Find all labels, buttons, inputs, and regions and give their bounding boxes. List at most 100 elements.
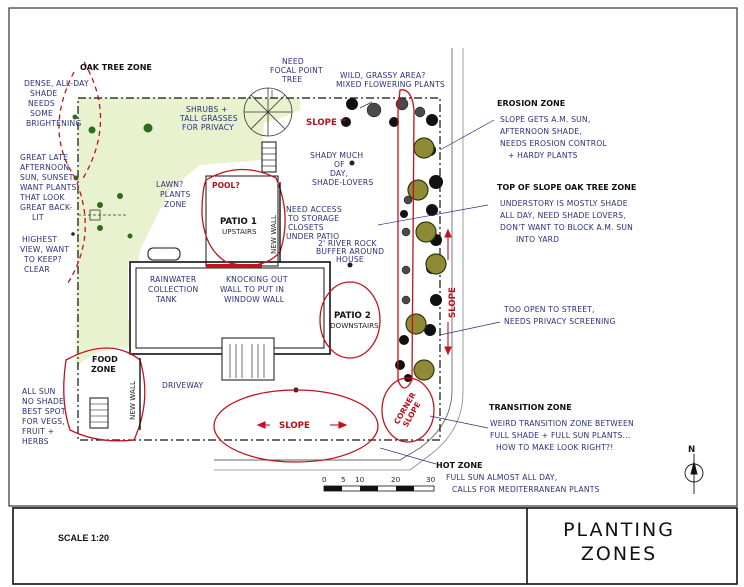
note-line: SUN, SUNSET xyxy=(20,173,74,182)
note-line: WALL TO PUT IN xyxy=(220,285,284,294)
note-line: TO KEEP? xyxy=(23,255,62,264)
note-line: THAT LOOK xyxy=(19,193,66,202)
note-line: NEEDS xyxy=(28,99,55,108)
too-open-note: TOO OPEN TO STREET, NEEDS PRIVACY SCREEN… xyxy=(503,305,616,326)
lawn-note: LAWN? PLANTS ZONE xyxy=(156,180,193,209)
scale-tick-20: 20 xyxy=(391,475,401,484)
food-zone-label: FOOD ZONE xyxy=(91,355,121,374)
transition-zone-label: TRANSITION ZONE xyxy=(489,403,572,412)
note-line: BRIGHTENING xyxy=(26,119,81,128)
highest-view-marker xyxy=(89,209,101,221)
great-late-note: GREAT LATE AFTERNOON SUN, SUNSET WANT PL… xyxy=(19,153,79,222)
note-line: + HARDY PLANTS xyxy=(508,151,578,160)
note-line: TALL GRASSES xyxy=(179,114,238,123)
patio2-sub-label: DOWNSTAIRS xyxy=(330,321,379,330)
note-line: CLEAR xyxy=(24,265,50,274)
all-sun-note: ALL SUN NO SHADE BEST SPOT FOR VEGS, FRU… xyxy=(22,387,68,446)
note-line: SHADE xyxy=(30,89,57,98)
note-line: DENSE, ALL-DAY xyxy=(24,79,89,88)
patio1-label: PATIO 1 xyxy=(220,217,257,227)
front-stair-treads xyxy=(229,344,265,378)
hot-desc-note: FULL SUN ALMOST ALL DAY, CALLS FOR MEDIT… xyxy=(446,473,600,494)
need-access-note: NEED ACCESS TO STORAGE CLOSETS UNDER PAT… xyxy=(286,205,344,241)
food-zone-line: ZONE xyxy=(91,365,116,374)
note-line: ALL DAY, NEED SHADE LOVERS, xyxy=(500,211,626,220)
note-line: MIXED FLOWERING PLANTS xyxy=(336,80,445,89)
note-line: INTO YARD xyxy=(516,235,559,244)
note-line: HIGHEST xyxy=(22,235,57,244)
oak-zone-outline xyxy=(58,71,86,287)
wild-grassy-note: WILD, GRASSY AREA? MIXED FLOWERING PLANT… xyxy=(336,71,445,89)
shady-note: SHADY MUCH OF DAY, SHADE-LOVERS xyxy=(310,151,373,187)
note-line: GREAT LATE xyxy=(20,153,68,162)
note-line: GREAT BACK- xyxy=(20,203,72,212)
note-line: TREE xyxy=(281,75,302,84)
red-zone-outlines xyxy=(58,61,435,463)
note-line: WINDOW WALL xyxy=(224,295,285,304)
focal-point-tree xyxy=(243,87,293,137)
drawing-title: PLANTING ZONES xyxy=(544,518,694,566)
patio1-sub-label: UPSTAIRS xyxy=(222,227,257,236)
rainwater-tank xyxy=(147,247,181,261)
river-rock-note: 2' RIVER ROCK BUFFER AROUND HOUSE xyxy=(316,239,387,264)
note-line: WANT PLANTS xyxy=(20,183,77,192)
erosion-zone-outline xyxy=(397,89,415,389)
note-line: PLANTS xyxy=(160,190,191,199)
front-stairs xyxy=(221,337,275,381)
new-wall-upper-label: NEW WALL xyxy=(269,215,278,254)
note-line: HOW TO MAKE LOOK RIGHT?! xyxy=(496,443,614,452)
patio2-zone-outline xyxy=(319,281,381,359)
title-line: PLANTING xyxy=(563,519,675,541)
note-line: WEIRD TRANSITION ZONE BETWEEN xyxy=(490,419,634,428)
note-line: TANK xyxy=(155,295,178,304)
note-line: VIEW, WANT xyxy=(20,245,69,254)
note-line: LIT xyxy=(32,213,44,222)
knocking-out-note: KNOCKING OUT WALL TO PUT IN WINDOW WALL xyxy=(220,275,290,304)
upper-stairs xyxy=(261,141,277,173)
note-line: BEST SPOT xyxy=(22,407,66,416)
highest-view-note: HIGHEST VIEW, WANT TO KEEP? CLEAR xyxy=(20,235,72,274)
note-line: UNDERSTORY IS MOSTLY SHADE xyxy=(500,199,628,208)
note-line: NEED xyxy=(282,57,304,66)
note-line: NO SHADE xyxy=(22,397,64,406)
note-line: ZONE xyxy=(164,200,186,209)
slope-label-right: SLOPE xyxy=(448,287,458,318)
note-line: NEEDS PRIVACY SCREENING xyxy=(504,317,616,326)
note-line: HOUSE xyxy=(336,255,364,264)
top-slope-desc-note: UNDERSTORY IS MOSTLY SHADE ALL DAY, NEED… xyxy=(500,199,636,244)
food-stair-treads xyxy=(90,403,108,423)
oak-zone-outline-2 xyxy=(81,61,102,181)
scale-tick-0: 0 xyxy=(322,475,327,484)
north-arrow xyxy=(684,454,704,494)
top-of-slope-zone-label: TOP OF SLOPE OAK TREE ZONE xyxy=(497,183,636,192)
property-line xyxy=(77,97,441,441)
dense-shade-note: DENSE, ALL-DAY SHADE NEEDS SOME BRIGHTEN… xyxy=(24,79,91,128)
note-line: CLOSETS xyxy=(288,223,324,232)
scale-label: SCALE 1:20 xyxy=(58,533,110,543)
note-line: SHADY MUCH xyxy=(310,151,363,160)
note-line: FULL SHADE + FULL SUN PLANTS... xyxy=(490,431,630,440)
corner-slope-label: CORNER SLOPE xyxy=(392,389,427,431)
pool-label: POOL? xyxy=(212,181,240,190)
north-label: N xyxy=(688,445,695,455)
hot-zone-label: HOT ZONE xyxy=(436,461,483,470)
note-line: FRUIT + xyxy=(22,427,54,436)
note-line: AFTERNOON xyxy=(20,163,69,172)
food-zone-line: FOOD xyxy=(92,355,118,364)
tree-dots xyxy=(72,114,153,239)
note-line: DAY, xyxy=(330,169,348,178)
note-line: SHRUBS + xyxy=(186,105,228,114)
note-line: FOCAL POINT xyxy=(270,66,323,75)
rainwater-note: RAINWATER COLLECTION TANK xyxy=(148,275,201,304)
title-line: ZONES xyxy=(580,543,658,565)
note-line: LAWN? xyxy=(156,180,183,189)
oak-tree-zone-label: OAK TREE ZONE xyxy=(80,63,152,72)
note-line: UNDER PATIO xyxy=(286,232,339,241)
street-curb xyxy=(214,48,453,461)
scale-tick-30: 30 xyxy=(426,475,436,484)
note-line: COLLECTION xyxy=(148,285,198,294)
yard-dots xyxy=(71,160,355,393)
scale-bar-fill-3 xyxy=(396,486,414,491)
note-line: AFTERNOON SHADE, xyxy=(500,127,582,136)
